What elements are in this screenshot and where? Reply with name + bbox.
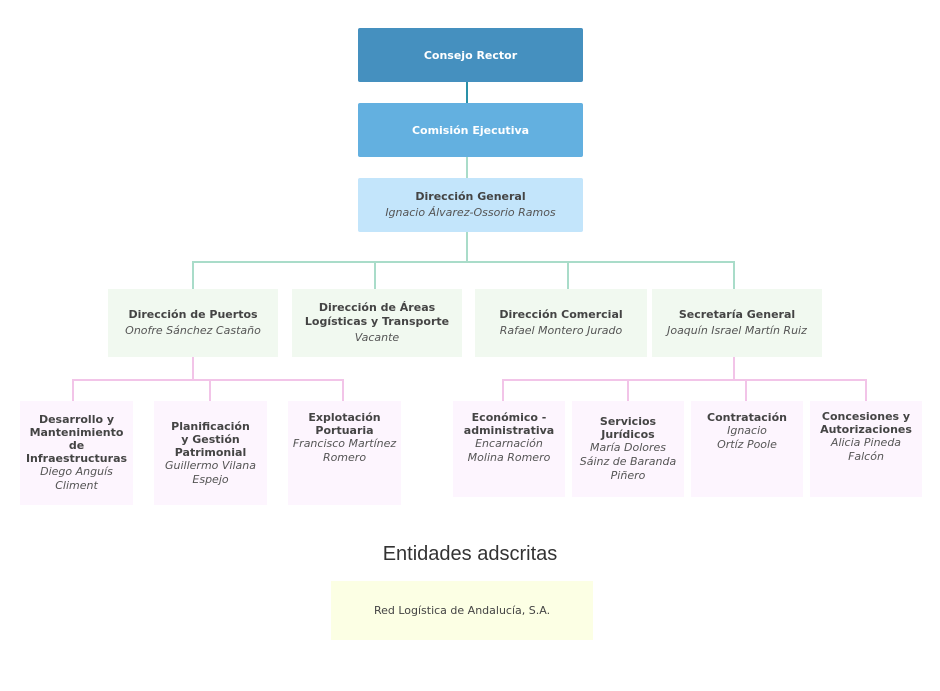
connector-line <box>745 379 747 401</box>
consejo-rector-title: Consejo Rector <box>423 48 518 62</box>
unit-planificacion-box: Planificación y Gestión Patrimonial Guil… <box>154 401 267 505</box>
direction-name: Rafael Montero Jurado <box>499 324 623 337</box>
consejo-rector-box: Consejo Rector <box>358 28 583 82</box>
unit-title: Económico - administrativa <box>463 411 555 437</box>
direccion-areas-logisticas-box: Dirección de Áreas Logísticas y Transpor… <box>292 289 462 357</box>
connector-line <box>567 261 569 289</box>
secretaria-general-box: Secretaría General Joaquín Israel Martín… <box>652 289 822 357</box>
entidades-title: Entidades adscritas <box>382 543 558 565</box>
unit-contratacion-box: Contratación Ignacio Ortíz Poole <box>691 401 803 497</box>
connector-line <box>466 232 468 262</box>
unit-title: Desarrollo y Mantenimiento de Infraestru… <box>25 413 128 465</box>
direction-name: Joaquín Israel Martín Ruiz <box>667 324 807 337</box>
connector-line <box>342 379 344 401</box>
connector-line <box>466 82 468 103</box>
connector-line <box>72 379 344 381</box>
connector-line <box>502 379 504 401</box>
direccion-general-box: Dirección General Ignacio Álvarez-Ossori… <box>358 178 583 232</box>
unit-servicios-juridicos-box: Servicios Jurídicos María Dolores Sáinz … <box>572 401 684 497</box>
comision-ejecutiva-title: Comisión Ejecutiva <box>411 123 530 137</box>
direction-title: Dirección Comercial <box>499 308 623 321</box>
unit-name: Ignacio Ortíz Poole <box>717 424 777 451</box>
direccion-general-name: Ignacio Álvarez-Ossorio Ramos <box>385 206 556 219</box>
connector-line <box>627 379 629 401</box>
unit-desarrollo-box: Desarrollo y Mantenimiento de Infraestru… <box>20 401 133 505</box>
direccion-general-title: Dirección General <box>415 190 526 203</box>
comision-ejecutiva-box: Comisión Ejecutiva <box>358 103 583 157</box>
direction-title: Dirección de Áreas Logísticas y Transpor… <box>304 301 450 328</box>
connector-line <box>374 261 376 289</box>
connector-line <box>209 379 211 401</box>
connector-line <box>72 379 74 401</box>
unit-name: Alicia Pineda Falcón <box>830 436 902 463</box>
unit-concesiones-box: Concesiones y Autorizaciones Alicia Pine… <box>810 401 922 497</box>
unit-name: Encarnación Molina Romero <box>467 437 551 464</box>
unit-explotacion-box: Explotación Portuaria Francisco Martínez… <box>288 401 401 505</box>
connector-line <box>192 357 194 380</box>
unit-economico-box: Económico - administrativa Encarnación M… <box>453 401 565 497</box>
direccion-comercial-box: Dirección Comercial Rafael Montero Jurad… <box>475 289 647 357</box>
connector-line <box>865 379 867 401</box>
unit-title: Contratación <box>707 411 787 424</box>
connector-line <box>733 357 735 380</box>
unit-title: Planificación y Gestión Patrimonial <box>171 419 250 459</box>
connector-line <box>192 261 194 289</box>
unit-title: Servicios Jurídicos <box>599 415 657 441</box>
direction-name: Onofre Sánchez Castaño <box>125 324 261 337</box>
unit-title: Explotación Portuaria <box>308 411 381 437</box>
connector-line <box>733 261 735 289</box>
unit-name: María Dolores Sáinz de Baranda Piñero <box>579 441 677 482</box>
direccion-puertos-box: Dirección de Puertos Onofre Sánchez Cast… <box>108 289 278 357</box>
connector-line <box>502 379 867 381</box>
connector-line <box>466 157 468 178</box>
direction-title: Secretaría General <box>678 308 796 321</box>
direction-name: Vacante <box>354 331 400 344</box>
unit-name: Guillermo Vilana Espejo <box>165 458 256 486</box>
unit-title: Concesiones y Autorizaciones <box>820 410 912 436</box>
entidad-name: Red Logística de Andalucía, S.A. <box>373 604 551 617</box>
unit-name: Francisco Martínez Romero <box>292 437 397 464</box>
unit-name: Diego Anguís Climent <box>40 465 113 492</box>
direction-title: Dirección de Puertos <box>128 308 258 321</box>
entidad-box: Red Logística de Andalucía, S.A. <box>331 581 593 640</box>
connector-line <box>192 261 735 263</box>
